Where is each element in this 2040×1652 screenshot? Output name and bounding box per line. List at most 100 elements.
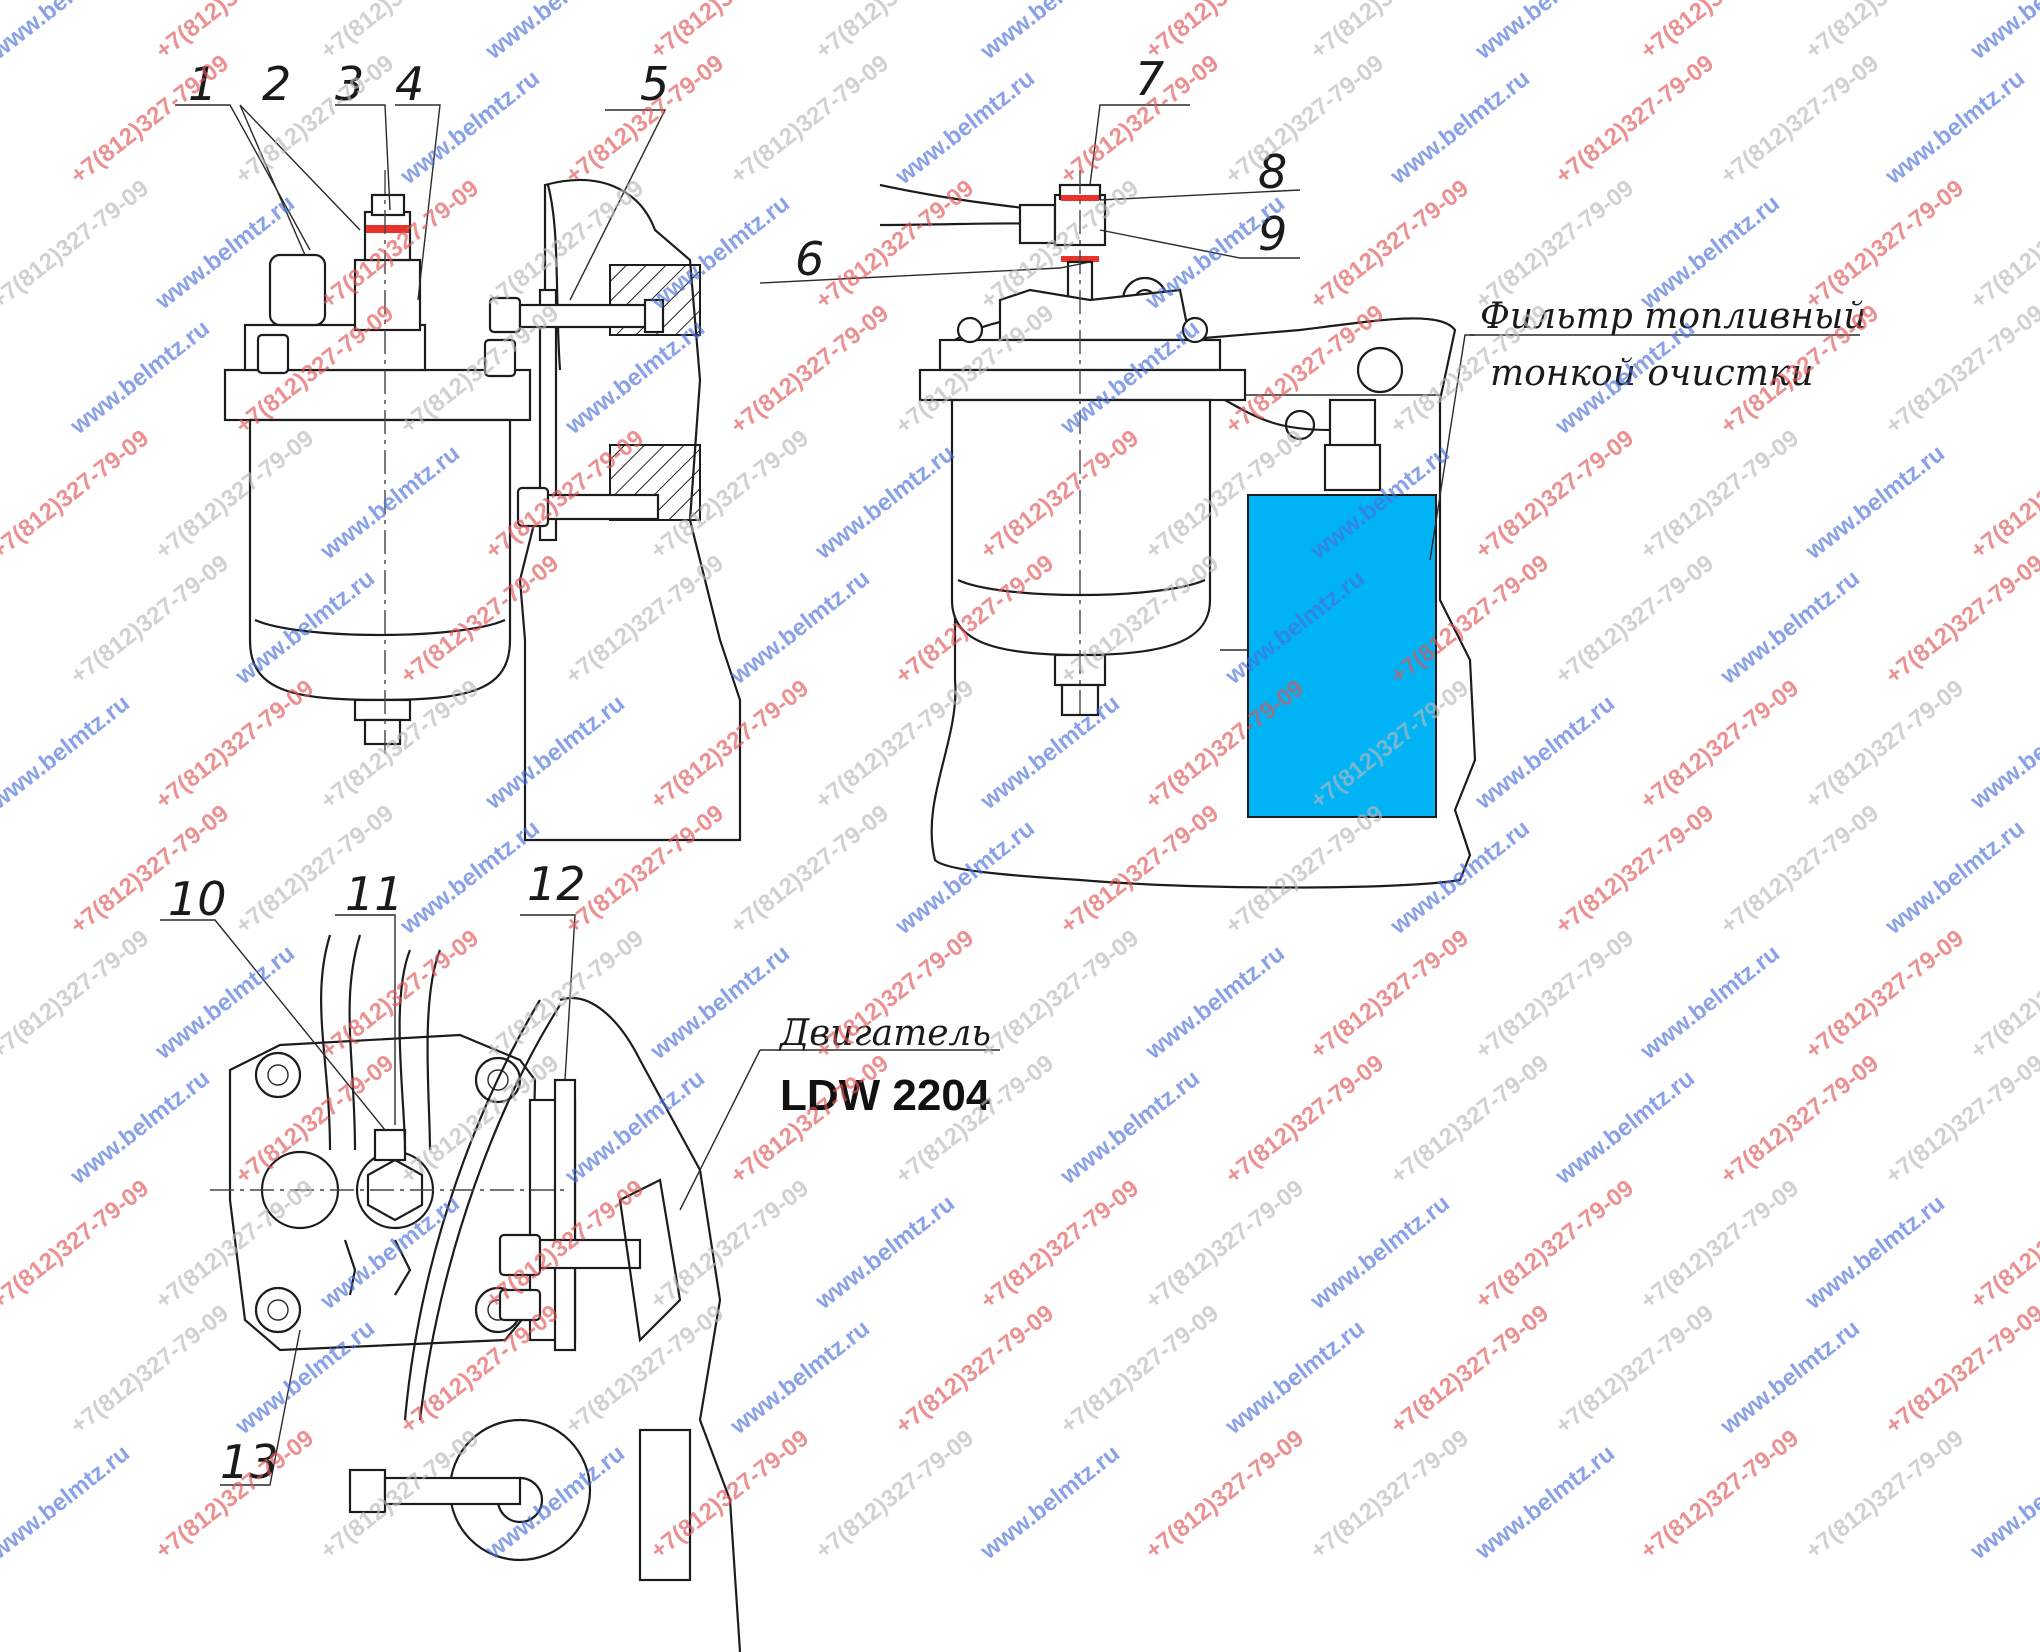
watermark-text: +7(812)327-79-09 bbox=[1550, 550, 1719, 690]
watermark-text: +7(812)327-79-09 bbox=[1305, 175, 1474, 315]
fine-filter-label-line2: тонкой очистки bbox=[1490, 353, 1814, 394]
watermark-text: +7(812)327-79-09 bbox=[1140, 0, 1309, 65]
watermark-text: www.belmtz.ru bbox=[1470, 690, 1620, 816]
watermark-text: www.belmtz.ru bbox=[1385, 815, 1535, 941]
watermark-text: www.belmtz.ru bbox=[810, 440, 960, 566]
watermark-text: +7(812)327-79-09 bbox=[1550, 50, 1719, 190]
watermark-text: www.belmtz.ru bbox=[1800, 1190, 1950, 1316]
watermark-text: +7(812)327-79-09 bbox=[1140, 1175, 1309, 1315]
watermark-text: www.belmtz.ru bbox=[1965, 690, 2040, 816]
watermark-text: +7(812)327-79-09 bbox=[1385, 1300, 1554, 1440]
washer-8-highlight bbox=[1061, 195, 1099, 201]
watermark-text: +7(812)327-79-09 bbox=[725, 50, 894, 190]
watermark-text: +7(812)327-79-09 bbox=[725, 800, 894, 940]
watermark-text: www.belmtz.ru bbox=[1470, 0, 1620, 65]
watermark-text: +7(812)327-79-09 bbox=[810, 175, 979, 315]
watermark-text: +7(812)327-79-09 bbox=[1385, 1050, 1554, 1190]
watermark-text: www.belmtz.ru bbox=[975, 0, 1125, 65]
watermark-text: www.belmtz.ru bbox=[645, 190, 795, 316]
watermark-text: +7(812)327-79-09 bbox=[560, 550, 729, 690]
watermark-text: +7(812)327-79-09 bbox=[1880, 300, 2040, 440]
watermark-text: +7(812)327-79-09 bbox=[150, 0, 319, 65]
watermark-text: +7(812)327-79-09 bbox=[810, 1425, 979, 1565]
watermark-text: www.belmtz.ru bbox=[810, 1190, 960, 1316]
view-front-fine-filter bbox=[759, 104, 1860, 889]
callout-3: 3 bbox=[335, 57, 364, 111]
fine-filter-label-line1: Фильтр топливный bbox=[1480, 296, 1867, 337]
watermark-text: +7(812)327-79-09 bbox=[1470, 1175, 1639, 1315]
watermark-text: +7(812)327-79-09 bbox=[315, 0, 484, 65]
watermark-text: +7(812)327-79-09 bbox=[1635, 1425, 1804, 1565]
callout-4: 4 bbox=[395, 57, 424, 111]
watermark-text: +7(812)327-79-09 bbox=[890, 1300, 1059, 1440]
watermark-text: www.belmtz.ru bbox=[975, 690, 1125, 816]
watermark-text: +7(812)327-79-09 bbox=[1470, 425, 1639, 565]
view-engine-mounting bbox=[160, 914, 1000, 1652]
watermark-text: www.belmtz.ru bbox=[890, 65, 1040, 191]
watermark-text: +7(812)327-79-09 bbox=[1470, 925, 1639, 1065]
watermark-text: +7(812)327-79-09 bbox=[1965, 175, 2040, 315]
watermark-text: +7(812)327-79-09 bbox=[560, 800, 729, 940]
watermark-text: +7(812)327-79-09 bbox=[1220, 1050, 1389, 1190]
callout-9: 9 bbox=[1258, 207, 1287, 261]
watermark-text: +7(812)327-79-09 bbox=[1140, 1425, 1309, 1565]
watermark-text: www.belmtz.ru bbox=[1470, 1440, 1620, 1566]
watermark-text: +7(812)327-79-09 bbox=[65, 550, 234, 690]
watermark-text: +7(812)327-79-09 bbox=[1220, 800, 1389, 940]
engine-label-model: LDW 2204 bbox=[780, 1071, 991, 1120]
watermark-text: www.belmtz.ru bbox=[1880, 815, 2030, 941]
watermark-text: +7(812)327-79-09 bbox=[1965, 1175, 2040, 1315]
watermark-text: www.belmtz.ru bbox=[0, 1440, 135, 1566]
watermark-text: www.belmtz.ru bbox=[1220, 1315, 1370, 1441]
watermark-text: www.belmtz.ru bbox=[1385, 65, 1535, 191]
watermark-text: +7(812)327-79-09 bbox=[1800, 675, 1969, 815]
watermark-text: +7(812)327-79-09 bbox=[1055, 800, 1224, 940]
callout-13: 13 bbox=[220, 1435, 279, 1489]
watermark-text: www.belmtz.ru bbox=[890, 815, 1040, 941]
watermark-text: +7(812)327-79-09 bbox=[0, 1175, 154, 1315]
watermark-text: www.belmtz.ru bbox=[645, 940, 795, 1066]
watermark-text: +7(812)327-79-09 bbox=[1715, 800, 1884, 940]
watermark-text: +7(812)327-79-09 bbox=[1800, 0, 1969, 65]
watermark-text: +7(812)327-79-09 bbox=[810, 675, 979, 815]
callout-7: 7 bbox=[1135, 52, 1164, 106]
watermark-text: www.belmtz.ru bbox=[395, 815, 545, 941]
callout-12: 12 bbox=[527, 857, 586, 911]
watermark-text: www.belmtz.ru bbox=[1715, 1315, 1865, 1441]
watermark-text: www.belmtz.ru bbox=[0, 0, 135, 65]
watermark-text: +7(812)327-79-09 bbox=[645, 0, 814, 65]
watermark-text: +7(812)327-79-09 bbox=[65, 50, 234, 190]
watermark-text: +7(812)327-79-09 bbox=[480, 925, 649, 1065]
callout-2: 2 bbox=[262, 57, 291, 111]
watermark-text: +7(812)327-79-09 bbox=[1305, 0, 1474, 65]
watermark-text: www.belmtz.ru bbox=[1305, 1190, 1455, 1316]
watermark-text: +7(812)327-79-09 bbox=[1715, 50, 1884, 190]
watermark-text: +7(812)327-79-09 bbox=[645, 675, 814, 815]
engine-label-line1: Двигатель bbox=[778, 1013, 991, 1054]
watermark-text: +7(812)327-79-09 bbox=[1965, 925, 2040, 1065]
watermark-text: +7(812)327-79-09 bbox=[1305, 1425, 1474, 1565]
callout-1: 1 bbox=[188, 57, 217, 111]
watermark-text: +7(812)327-79-09 bbox=[1800, 175, 1969, 315]
watermark-text: +7(812)327-79-09 bbox=[1635, 0, 1804, 65]
watermark-text: +7(812)327-79-09 bbox=[0, 925, 154, 1065]
watermark-text: www.belmtz.ru bbox=[1800, 440, 1950, 566]
callout-5: 5 bbox=[640, 57, 669, 111]
watermark-text: www.belmtz.ru bbox=[1055, 1065, 1205, 1191]
watermark-text: +7(812)327-79-09 bbox=[1800, 925, 1969, 1065]
watermark-text: +7(812)327-79-09 bbox=[1055, 1300, 1224, 1440]
watermark-text: www.belmtz.ru bbox=[1635, 940, 1785, 1066]
watermark-text: +7(812)327-79-09 bbox=[1635, 425, 1804, 565]
watermark-text: +7(812)327-79-09 bbox=[975, 1175, 1144, 1315]
watermark-text: +7(812)327-79-09 bbox=[810, 0, 979, 65]
washer-3-highlight bbox=[366, 225, 409, 233]
watermark-text: www.belmtz.ru bbox=[1550, 1065, 1700, 1191]
callout-10: 10 bbox=[168, 872, 227, 926]
watermark-text: +7(812)327-79-09 bbox=[1880, 550, 2040, 690]
callout-8: 8 bbox=[1258, 145, 1287, 199]
watermark-text: www.belmtz.ru bbox=[1140, 940, 1290, 1066]
watermark-text: +7(812)327-79-09 bbox=[230, 50, 399, 190]
watermark-text: www.belmtz.ru bbox=[480, 0, 630, 65]
watermark-text: www.belmtz.ru bbox=[725, 1315, 875, 1441]
watermark-text: +7(812)327-79-09 bbox=[1880, 1050, 2040, 1190]
